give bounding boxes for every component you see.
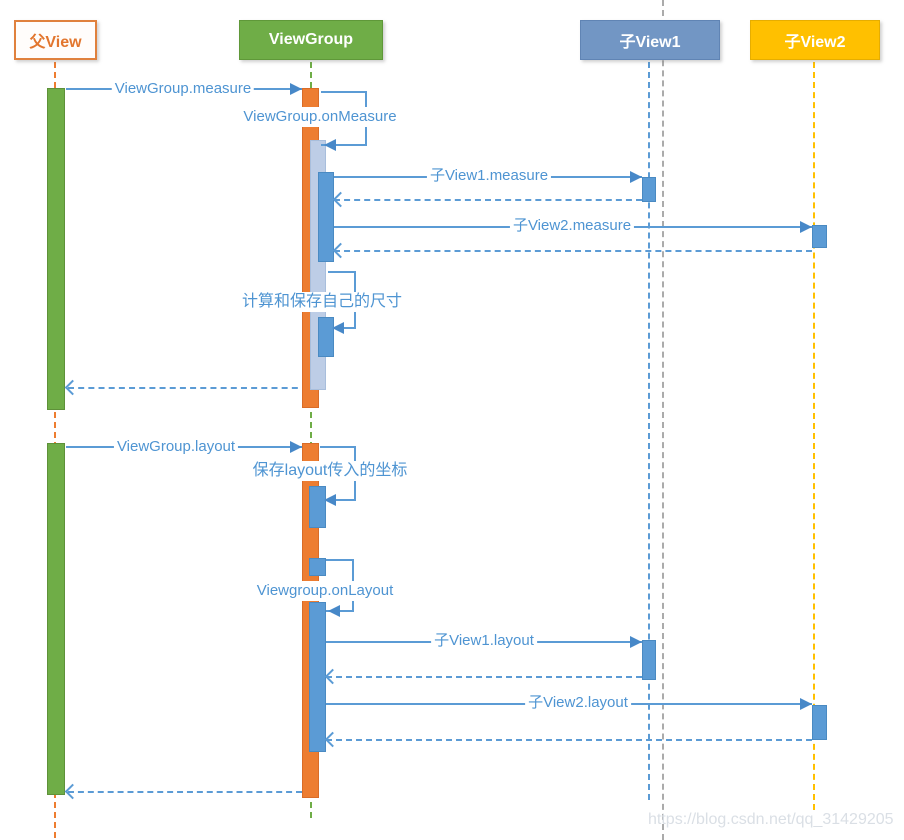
message-label-child2-layout: 子View2.layout [525, 693, 631, 713]
arrowhead-icon [630, 636, 642, 648]
activation-child2-measure [812, 225, 827, 248]
return-line-child2-measure [334, 250, 812, 252]
watermark: https://blog.csdn.net/qq_31429205 [648, 811, 894, 828]
activation-measure-children [318, 172, 334, 262]
activation-parent-layout [47, 443, 65, 795]
message-label-viewgroup-onlayout: Viewgroup.onLayout [253, 581, 397, 601]
activation-child1-layout [642, 640, 656, 680]
message-label-viewgroup-onmeasure: ViewGroup.onMeasure [240, 107, 400, 127]
actor-box-child-view1: 子View1 [580, 20, 720, 60]
message-label-child2-measure: 子View2.measure [509, 216, 635, 236]
return-arrowhead-icon [324, 668, 341, 685]
return-arrowhead-icon [64, 783, 81, 800]
return-line-layout-to-parent [68, 791, 302, 793]
message-label-viewgroup-measure: ViewGroup.measure [111, 79, 255, 99]
return-arrowhead-icon [332, 191, 349, 208]
activation-child1-measure [642, 177, 656, 202]
return-line-child1-layout [326, 676, 642, 678]
arrowhead-icon [290, 83, 302, 95]
return-arrowhead-icon [324, 731, 341, 748]
activation-save-coords [309, 486, 326, 528]
actor-box-parent-view: 父View [14, 20, 97, 60]
actor-box-viewgroup: ViewGroup [239, 20, 383, 60]
lifeline-child-view2 [813, 62, 815, 810]
activation-child2-layout [812, 705, 827, 740]
activation-parent-measure [47, 88, 65, 410]
arrowhead-icon [328, 605, 340, 617]
message-label-viewgroup-layout: ViewGroup.layout [113, 437, 239, 457]
return-line-child1-measure [334, 199, 642, 201]
message-label-calc-save-size: 计算和保存自己的尺寸 [238, 292, 406, 312]
return-line-child2-layout [326, 739, 812, 741]
arrowhead-icon [332, 322, 344, 334]
lifeline-viewgroup [310, 62, 312, 818]
arrowhead-icon [800, 698, 812, 710]
arrowhead-icon [800, 221, 812, 233]
actor-label-child-view2: 子View2 [784, 34, 846, 51]
arrowhead-icon [290, 441, 302, 453]
message-label-save-layout-coords: 保存layout传入的坐标 [249, 461, 411, 481]
actor-label-viewgroup: ViewGroup [268, 31, 354, 48]
message-label-child1-measure: 子View1.measure [426, 166, 552, 186]
actor-box-child-view2: 子View2 [750, 20, 880, 60]
return-line-measure-to-parent [68, 387, 308, 389]
arrowhead-icon [324, 494, 336, 506]
activation-onlayout [309, 602, 326, 752]
activation-onlayout-stub [309, 558, 326, 576]
actor-label-child-view1: 子View1 [619, 34, 681, 51]
arrowhead-icon [630, 171, 642, 183]
return-arrowhead-icon [332, 242, 349, 259]
message-label-child1-layout: 子View1.layout [431, 631, 537, 651]
actor-label-parent-view: 父View [29, 34, 82, 51]
lifeline-child-view1 [648, 62, 650, 800]
page-guide-line [662, 0, 664, 840]
arrowhead-icon [324, 139, 336, 151]
return-arrowhead-icon [64, 379, 81, 396]
